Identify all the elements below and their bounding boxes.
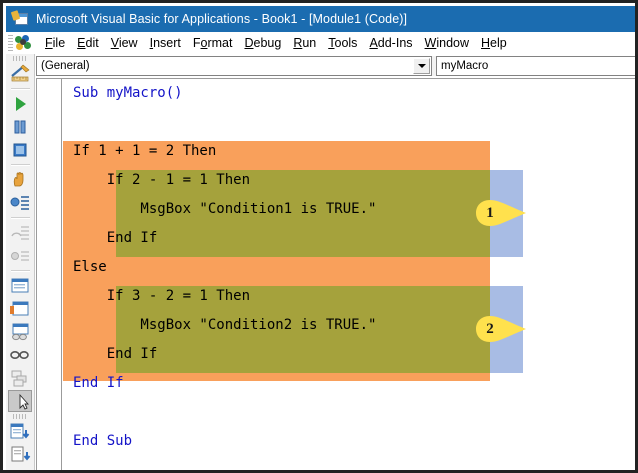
menu-bar: File Edit View Insert Format Debug Run T… bbox=[6, 32, 635, 54]
code-line-1: Sub myMacro() bbox=[73, 85, 183, 101]
debug-toolbar bbox=[6, 54, 35, 470]
callout-marker-2-label: 2 bbox=[486, 320, 494, 337]
code-line-9: MsgBox "Condition2 is TRUE." bbox=[73, 317, 377, 333]
margin-indicator-bar[interactable] bbox=[37, 79, 62, 470]
code-line-10: End If bbox=[73, 346, 158, 362]
toolbar-drag-handle-2[interactable] bbox=[12, 414, 28, 419]
vba-logo-icon bbox=[15, 35, 33, 51]
code-line-5: MsgBox "Condition1 is TRUE." bbox=[73, 201, 377, 217]
code-pane-combos: (General) myMacro bbox=[36, 56, 635, 76]
callout-marker-2: 2 bbox=[475, 312, 527, 346]
menu-item-file[interactable]: File bbox=[45, 36, 66, 50]
code-line-7: Else bbox=[73, 259, 107, 275]
project-explorer-icon[interactable] bbox=[8, 421, 32, 443]
procedure-combo-value: myMacro bbox=[441, 60, 489, 72]
step-out-icon[interactable] bbox=[8, 245, 32, 267]
menu-item-format[interactable]: Format bbox=[192, 36, 233, 50]
immediate-window-icon[interactable] bbox=[8, 298, 32, 320]
title-bar: Microsoft Visual Basic for Applications … bbox=[6, 6, 635, 32]
run-sub-icon[interactable] bbox=[8, 93, 32, 115]
menu-item-help[interactable]: Help bbox=[481, 36, 507, 50]
procedure-combo[interactable]: myMacro bbox=[436, 56, 635, 76]
menu-item-tools[interactable]: Tools bbox=[328, 36, 358, 50]
code-line-2 bbox=[63, 108, 635, 137]
callout-marker-1-label: 1 bbox=[486, 204, 494, 221]
object-combo[interactable]: (General) bbox=[36, 56, 432, 76]
code-line-12 bbox=[63, 398, 635, 427]
code-editor-pane[interactable]: Sub myMacro() If 1 + 1 = 2 Then If 2 - 1… bbox=[36, 78, 635, 470]
callout-marker-1: 1 bbox=[475, 196, 527, 230]
toggle-breakpoint-hand-icon[interactable] bbox=[8, 169, 32, 191]
code-line-11: End If bbox=[73, 375, 124, 391]
code-line-6: End If bbox=[73, 230, 158, 246]
code-line-13: End Sub bbox=[73, 433, 133, 449]
watch-window-icon[interactable] bbox=[8, 321, 32, 343]
call-stack-icon[interactable] bbox=[8, 367, 32, 389]
code-line-3: If 1 + 1 = 2 Then bbox=[73, 143, 217, 159]
menu-item-insert[interactable]: Insert bbox=[149, 36, 181, 50]
quick-watch-icon[interactable] bbox=[8, 344, 32, 366]
step-into-icon[interactable] bbox=[8, 192, 32, 214]
pointer-icon[interactable] bbox=[8, 390, 32, 412]
toolbar-drag-handle[interactable] bbox=[12, 56, 28, 61]
menu-item-view[interactable]: View bbox=[110, 36, 138, 50]
window-title: Microsoft Visual Basic for Applications … bbox=[36, 12, 408, 26]
menu-item-add-ins[interactable]: Add-Ins bbox=[369, 36, 413, 50]
reset-icon[interactable] bbox=[8, 139, 32, 161]
code-text[interactable]: Sub myMacro() If 1 + 1 = 2 Then If 2 - 1… bbox=[63, 79, 635, 470]
menu-item-edit[interactable]: Edit bbox=[77, 36, 99, 50]
code-line-8: If 3 - 2 = 1 Then bbox=[73, 288, 251, 304]
menu-item-run[interactable]: Run bbox=[293, 36, 317, 50]
step-over-icon[interactable] bbox=[8, 222, 32, 244]
vba-excel-icon bbox=[10, 10, 29, 27]
code-line-4: If 2 - 1 = 1 Then bbox=[73, 172, 251, 188]
object-browser-icon[interactable] bbox=[8, 467, 32, 470]
menu-item-window[interactable]: Window bbox=[424, 36, 470, 50]
break-icon[interactable] bbox=[8, 116, 32, 138]
menu-item-debug[interactable]: Debug bbox=[244, 36, 282, 50]
locals-window-icon[interactable] bbox=[8, 275, 32, 297]
chevron-down-icon[interactable] bbox=[413, 58, 430, 74]
design-mode-icon[interactable] bbox=[8, 63, 32, 85]
properties-window-icon[interactable] bbox=[8, 444, 32, 466]
object-combo-value: (General) bbox=[41, 60, 90, 72]
menubar-drag-handle[interactable] bbox=[8, 35, 13, 51]
